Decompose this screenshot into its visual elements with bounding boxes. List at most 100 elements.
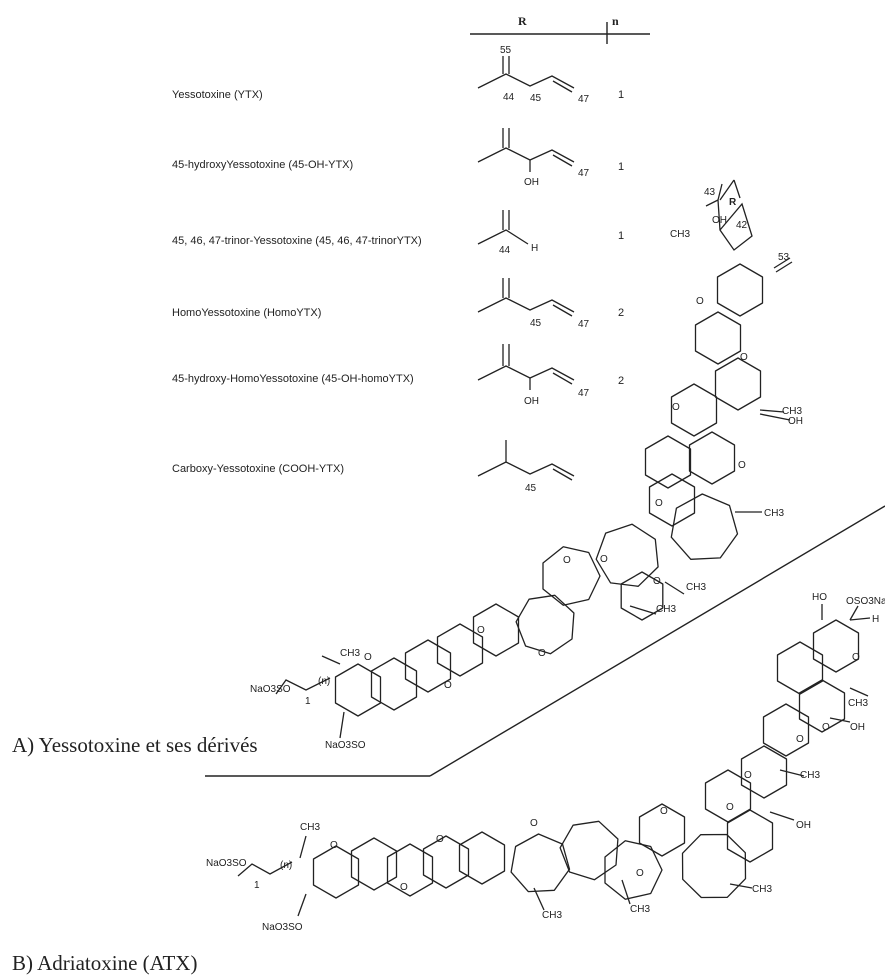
- pyran-ring: [638, 803, 686, 857]
- pyran-ring: [798, 679, 846, 733]
- sulfate-bond: [297, 893, 307, 917]
- atom-label: 55: [500, 45, 512, 56]
- methyl-bond: [621, 879, 631, 905]
- chain-bond: [719, 179, 735, 201]
- exocyclic-double-bond: [773, 257, 791, 269]
- pyran-ring: [458, 831, 506, 885]
- row-n: 2: [618, 307, 624, 319]
- atom-label: 47: [578, 388, 590, 399]
- hydroxyl-bond: [769, 811, 795, 821]
- atom-label: 47: [578, 168, 590, 179]
- pyran-ring: [670, 383, 718, 437]
- atom-label: R: [729, 197, 737, 208]
- side-chain-bonds: [477, 229, 529, 245]
- atom-label: NaO3SO: [325, 740, 366, 751]
- sulfate-bond: [849, 605, 859, 621]
- atom-label: 1: [254, 880, 260, 891]
- oxygen-label: O: [655, 498, 663, 509]
- oxepane-ring: [510, 833, 571, 893]
- side-chain-r: [477, 210, 529, 245]
- structure-b-substituents: [237, 604, 871, 917]
- row-name: 45-hydroxy-HomoYessotoxine (45-OH-homoYT…: [172, 373, 414, 385]
- row-name: Yessotoxine (YTX): [172, 89, 263, 101]
- side-chain-bonds: [477, 73, 575, 89]
- methyl-bond: [321, 655, 341, 665]
- atom-label: HO: [812, 592, 827, 603]
- hydrogen-bond: [849, 617, 871, 621]
- atom-label: CH3: [686, 582, 706, 593]
- hydroxyl-bond: [759, 413, 791, 421]
- table-row-trinor-ytx: 45, 46, 47-trinor-Yessotoxine (45, 46, 4…: [172, 210, 624, 256]
- oxepane-ring: [515, 594, 575, 655]
- row-name: Carboxy-Yessotoxine (COOH-YTX): [172, 463, 344, 475]
- oxygen-label: O: [364, 652, 372, 663]
- atom-label: CH3: [752, 884, 772, 895]
- hydroxyl-bond: [829, 717, 851, 723]
- pyran-ring: [312, 845, 360, 899]
- row-n: 1: [618, 161, 624, 173]
- oxygen-label: O: [600, 554, 608, 565]
- oxygen-label: O: [400, 882, 408, 893]
- table-row-45-oh-ytx: 45-hydroxyYessotoxine (45-OH-YTX) 1 OH 4…: [172, 128, 624, 188]
- row-name: HomoYessotoxine (HomoYTX): [172, 307, 321, 319]
- atom-label: 42: [736, 220, 748, 231]
- side-chain-bonds: [477, 147, 575, 163]
- side-chain-bonds: [717, 199, 753, 251]
- sulfonate-chain: [237, 861, 293, 877]
- atom-label: CH3: [340, 648, 360, 659]
- atom-label: NaO3SO: [250, 684, 291, 695]
- oxygen-label: O: [672, 402, 680, 413]
- methyl-bond: [533, 887, 545, 911]
- atom-label: 44: [499, 245, 511, 256]
- methyl-bond: [664, 581, 685, 595]
- side-chain-r: [477, 278, 575, 317]
- methyl-bond: [759, 409, 785, 413]
- atom-label: 45: [525, 483, 537, 494]
- pyran-ring: [762, 703, 810, 757]
- table-header: R n: [470, 14, 650, 44]
- table-row-ytx: Yessotoxine (YTX) 1 55 44 45 47: [172, 45, 624, 105]
- oxepane-ring: [670, 493, 739, 560]
- atom-label: OH: [712, 215, 727, 226]
- structure-a-labels: 43 R OH 42 CH3 53 CH3 OH CH3 CH3 CH3 CH3…: [250, 187, 803, 751]
- atom-label: CH3: [764, 508, 784, 519]
- oxygen-label: O: [538, 648, 546, 659]
- oxygen-label: O: [444, 680, 452, 691]
- header-n: n: [612, 14, 619, 28]
- oxygen-label: O: [738, 460, 746, 471]
- double-bond: [552, 372, 573, 385]
- atom-label: CH3: [542, 910, 562, 921]
- caption-b: B) Adriatoxine (ATX): [12, 951, 197, 975]
- side-chain-r: [477, 56, 575, 93]
- side-chain-bonds: [477, 461, 575, 477]
- side-chain-bonds: [477, 365, 575, 381]
- double-bond: [552, 154, 573, 167]
- methyl-bond: [705, 199, 719, 207]
- atom-label: 45: [530, 318, 542, 329]
- atom-label: OH: [524, 177, 539, 188]
- pyran-ring: [648, 473, 696, 527]
- atom-label: H: [872, 614, 879, 625]
- pyran-ring: [472, 603, 520, 657]
- atom-label: 45: [530, 93, 542, 104]
- structure-a-substituents: [275, 179, 793, 739]
- oxygen-label: O: [852, 652, 860, 663]
- oxygen-label: O: [744, 770, 752, 781]
- atom-label: OH: [850, 722, 865, 733]
- table-row-cooh-ytx: Carboxy-Yessotoxine (COOH-YTX) 45: [172, 440, 575, 494]
- pyran-ring: [694, 311, 742, 365]
- pyran-ring: [812, 619, 860, 673]
- oxepane-ring: [604, 840, 663, 900]
- side-chain-r: [477, 128, 575, 172]
- oxygen-label: O: [636, 868, 644, 879]
- side-chain-r: [477, 344, 575, 390]
- oxygen-label: O: [563, 555, 571, 566]
- caption-a: A) Yessotoxine et ses dérivés: [12, 733, 258, 757]
- atom-label: 47: [578, 94, 590, 105]
- hydroxyl-bond: [717, 183, 723, 201]
- atom-label: CH3: [300, 822, 320, 833]
- pyran-ring: [740, 745, 788, 799]
- row-n: 1: [618, 230, 624, 242]
